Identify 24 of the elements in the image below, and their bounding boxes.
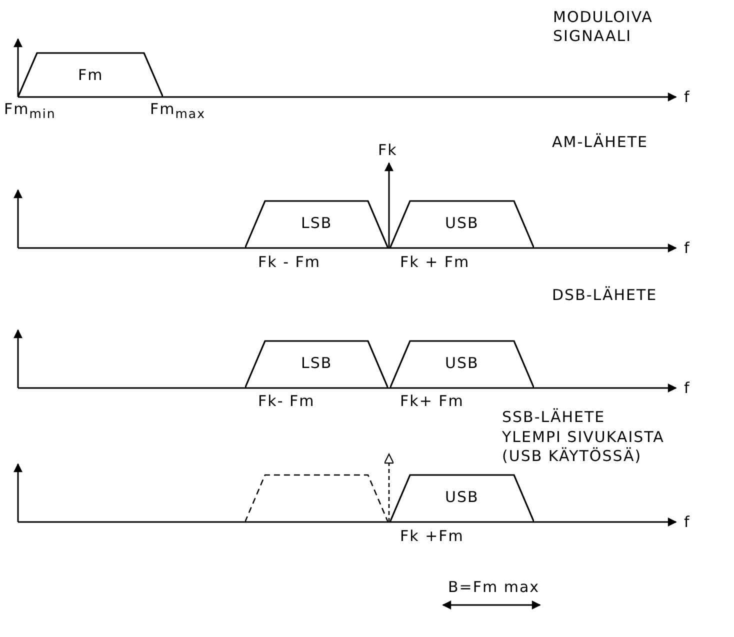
panel-title: MODULOIVA SIGNAALI <box>553 8 654 46</box>
axis-label: f <box>684 379 690 398</box>
frequency-label: Fk + Fm <box>400 253 470 272</box>
band-label: USB <box>445 354 479 372</box>
panel-title: AM-LÄHETE <box>552 133 648 152</box>
axis-label: f <box>684 88 690 107</box>
axis-label: f <box>684 513 690 532</box>
frequency-label: Fk- Fm <box>258 392 315 411</box>
frequency-label: Fk +Fm <box>400 527 464 546</box>
frequency-label: Fm$_{max}$ <box>150 100 206 123</box>
band-label: USB <box>445 488 479 506</box>
band-label: USB <box>445 214 479 232</box>
frequency-label: Fk - Fm <box>258 253 321 272</box>
panel-subtitle: YLEMPI SIVUKAISTA (USB KÄYTÖSSÄ) <box>502 428 666 466</box>
panel-title: SSB-LÄHETE <box>502 408 606 427</box>
carrier-label: Fk <box>378 141 398 160</box>
bandwidth-label: B=Fm max <box>448 578 540 597</box>
frequency-label: Fk+ Fm <box>400 392 464 411</box>
band-label: LSB <box>301 214 332 232</box>
band-label: LSB <box>301 354 332 372</box>
band-label: Fm <box>78 66 104 84</box>
frequency-label: Fm$_{min}$ <box>4 100 56 123</box>
panel-title: DSB-LÄHETE <box>552 286 658 305</box>
axis-label: f <box>684 239 690 258</box>
